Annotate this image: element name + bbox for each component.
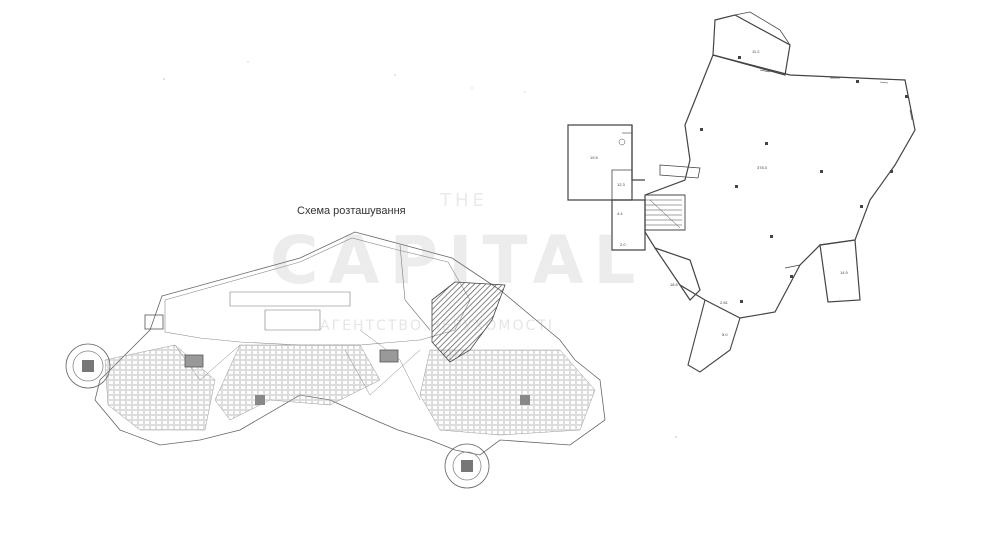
watermark-logo: CAPITAL	[270, 222, 646, 299]
room-label: 2.0	[620, 242, 626, 247]
room-label: 5.0	[722, 332, 728, 337]
premises-plan	[567, 11, 916, 373]
watermark-the: THE	[440, 190, 488, 211]
room-label: 2.81	[720, 300, 728, 305]
location-scheme	[65, 231, 606, 489]
room-label: 12.3	[617, 182, 625, 187]
room-label: 19.5	[590, 155, 598, 160]
room-label: 4.4	[617, 211, 623, 216]
watermark-agency: АГЕНТСТВО НЕРУХОМОСТІ	[320, 318, 554, 334]
room-label: 18.5	[670, 282, 678, 287]
room-label: 378.0	[757, 165, 768, 170]
room-label: 11.2	[752, 49, 760, 54]
room-label: 14.9	[840, 270, 848, 275]
location-scheme-title: Схема розташування	[297, 205, 406, 217]
scan-artifacts	[163, 61, 677, 438]
